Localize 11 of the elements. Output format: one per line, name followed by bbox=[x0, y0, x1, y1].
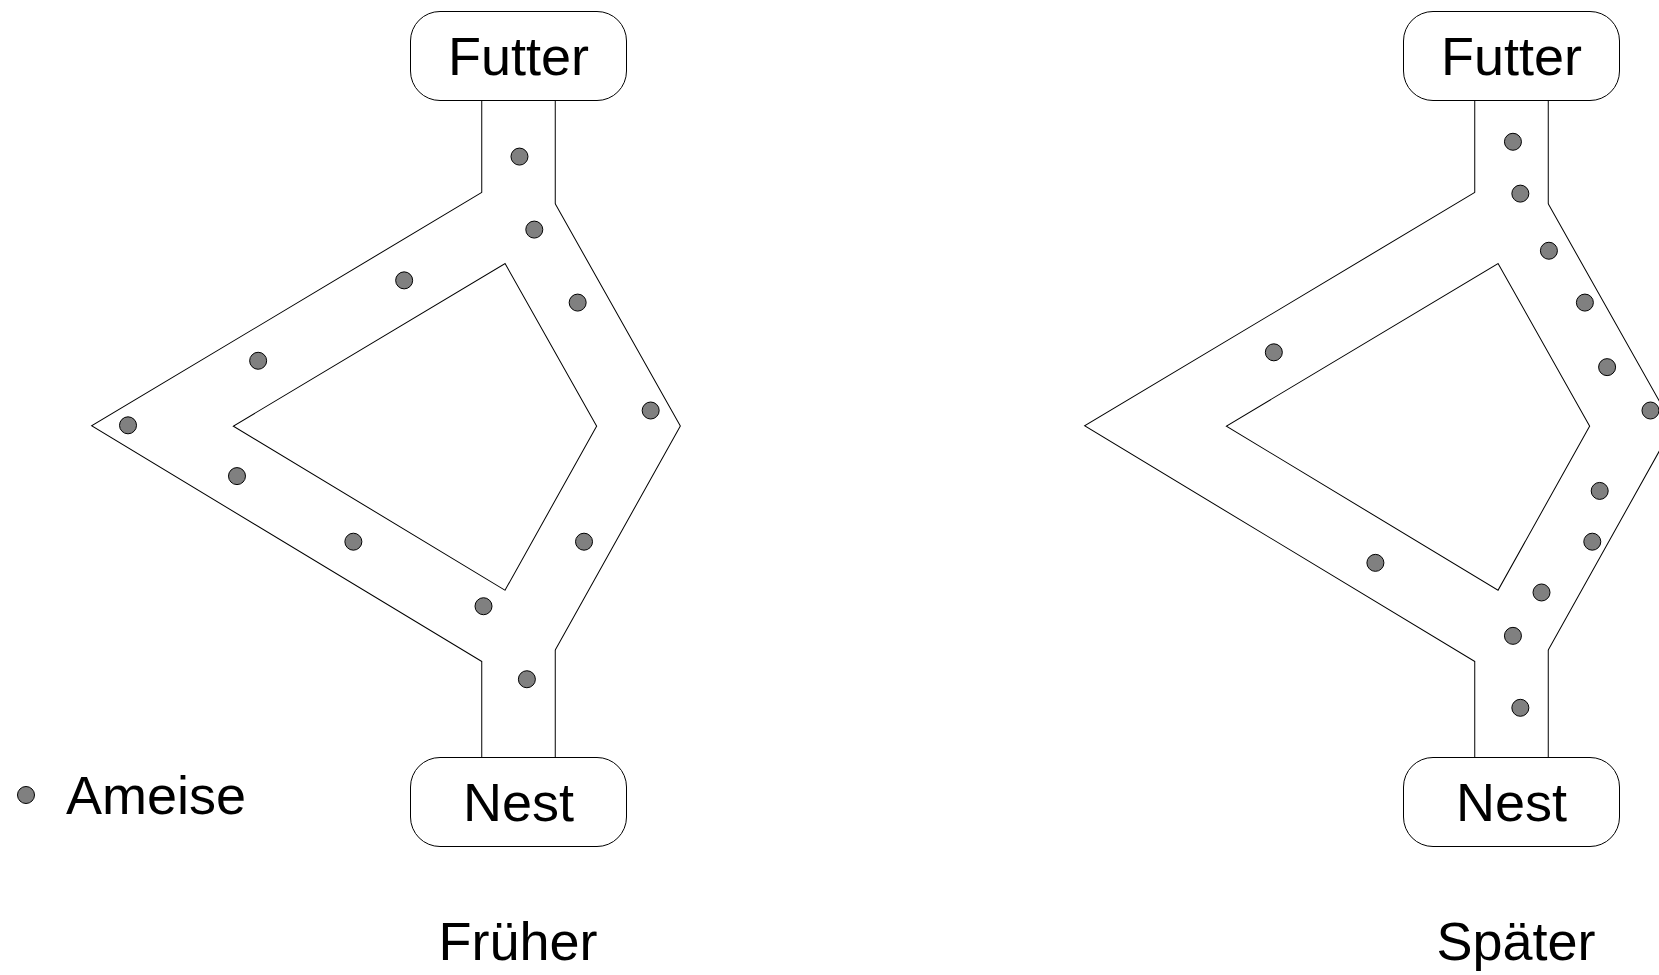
rounded-box bbox=[1403, 11, 1620, 101]
legend-label: Ameise bbox=[66, 764, 247, 826]
box-label: Futter bbox=[1440, 25, 1582, 87]
panel-caption: Früher bbox=[438, 910, 598, 972]
box-label: Nest bbox=[1455, 771, 1567, 833]
box-label: Nest bbox=[462, 771, 574, 833]
box-label: Futter bbox=[447, 25, 589, 87]
rounded-box bbox=[1403, 757, 1620, 847]
rounded-box bbox=[410, 757, 627, 847]
panel-caption: Später bbox=[1436, 910, 1596, 972]
rounded-box bbox=[410, 11, 627, 101]
